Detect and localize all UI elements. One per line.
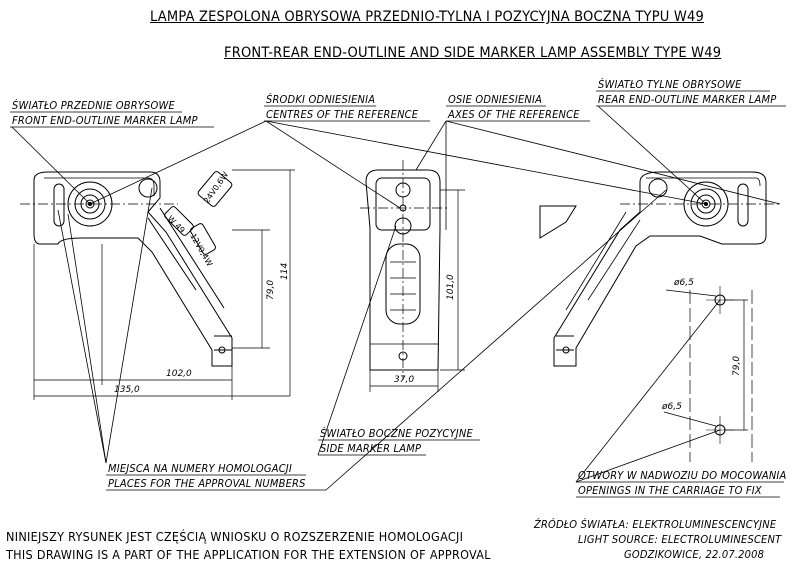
dim-hole-top: ø6,5 <box>674 278 694 288</box>
dim-hole-bottom: ø6,5 <box>662 402 682 412</box>
dim-101: 101,0 <box>446 274 456 300</box>
label-front-en: FRONT END-OUTLINE MARKER LAMP <box>12 114 198 127</box>
footer-note-pl: NINIEJSZY RYSUNEK JEST CZĘŚCIĄ WNIOSKU O… <box>6 529 464 544</box>
label-side-pl: ŚWIATŁO BOCZNE POZYCYJNE <box>320 427 473 440</box>
title-polish: LAMPA ZESPOLONA OBRYSOWA PRZEDNIO-TYLNA … <box>150 9 704 25</box>
label-rear-pl: ŚWIATŁO TYLNE OBRYSOWE <box>598 78 742 91</box>
label-axes-pl: OSIE ODNIESIENIA <box>448 93 543 106</box>
dim-37: 37,0 <box>394 375 415 385</box>
label-approval-pl: MIEJSCA NA NUMERY HOMOLOGACJI <box>108 462 293 475</box>
label-underlines <box>10 90 786 498</box>
title-english: FRONT-REAR END-OUTLINE AND SIDE MARKER L… <box>224 45 722 61</box>
label-front-pl: ŚWIATŁO PRZEDNIE OBRYSOWE <box>12 99 175 112</box>
label-axes-en: AXES OF THE REFERENCE <box>448 108 580 121</box>
dim-114: 114 <box>280 262 290 280</box>
footer-place-date: GODZIKOWICE, 22.07.2008 <box>624 548 765 561</box>
label-openings-en: OPENINGS IN THE CARRIAGE TO FIX <box>578 484 762 497</box>
label-rear-en: REAR END-OUTLINE MARKER LAMP <box>598 93 777 106</box>
side-lamp-view <box>360 160 465 392</box>
label-approval-en: PLACES FOR THE APPROVAL NUMBERS <box>108 477 306 490</box>
dim-135: 135,0 <box>114 385 140 395</box>
footer-source-pl: ŹRÓDŁO ŚWIATŁA: ELEKTROLUMINESCENCYJNE <box>534 518 777 531</box>
footer-note-en: THIS DRAWING IS A PART OF THE APPLICATIO… <box>6 547 491 562</box>
label-openings-pl: OTWORY W NADWOZIU DO MOCOWANIA <box>578 469 787 482</box>
label-side-en: SIDE MARKER LAMP <box>320 442 422 455</box>
dim-79-left: 79,0 <box>266 279 276 300</box>
label-centres-en: CENTRES OF THE REFERENCE <box>266 108 419 121</box>
dim-102: 102,0 <box>166 369 192 379</box>
dim-79-right: 79,0 <box>732 355 742 376</box>
label-centres-pl: ŚRODKI ODNIESIENIA <box>266 93 376 106</box>
front-lamp-view <box>20 169 295 400</box>
footer-source-en: LIGHT SOURCE: ELECTROLUMINESCENT <box>578 533 782 546</box>
